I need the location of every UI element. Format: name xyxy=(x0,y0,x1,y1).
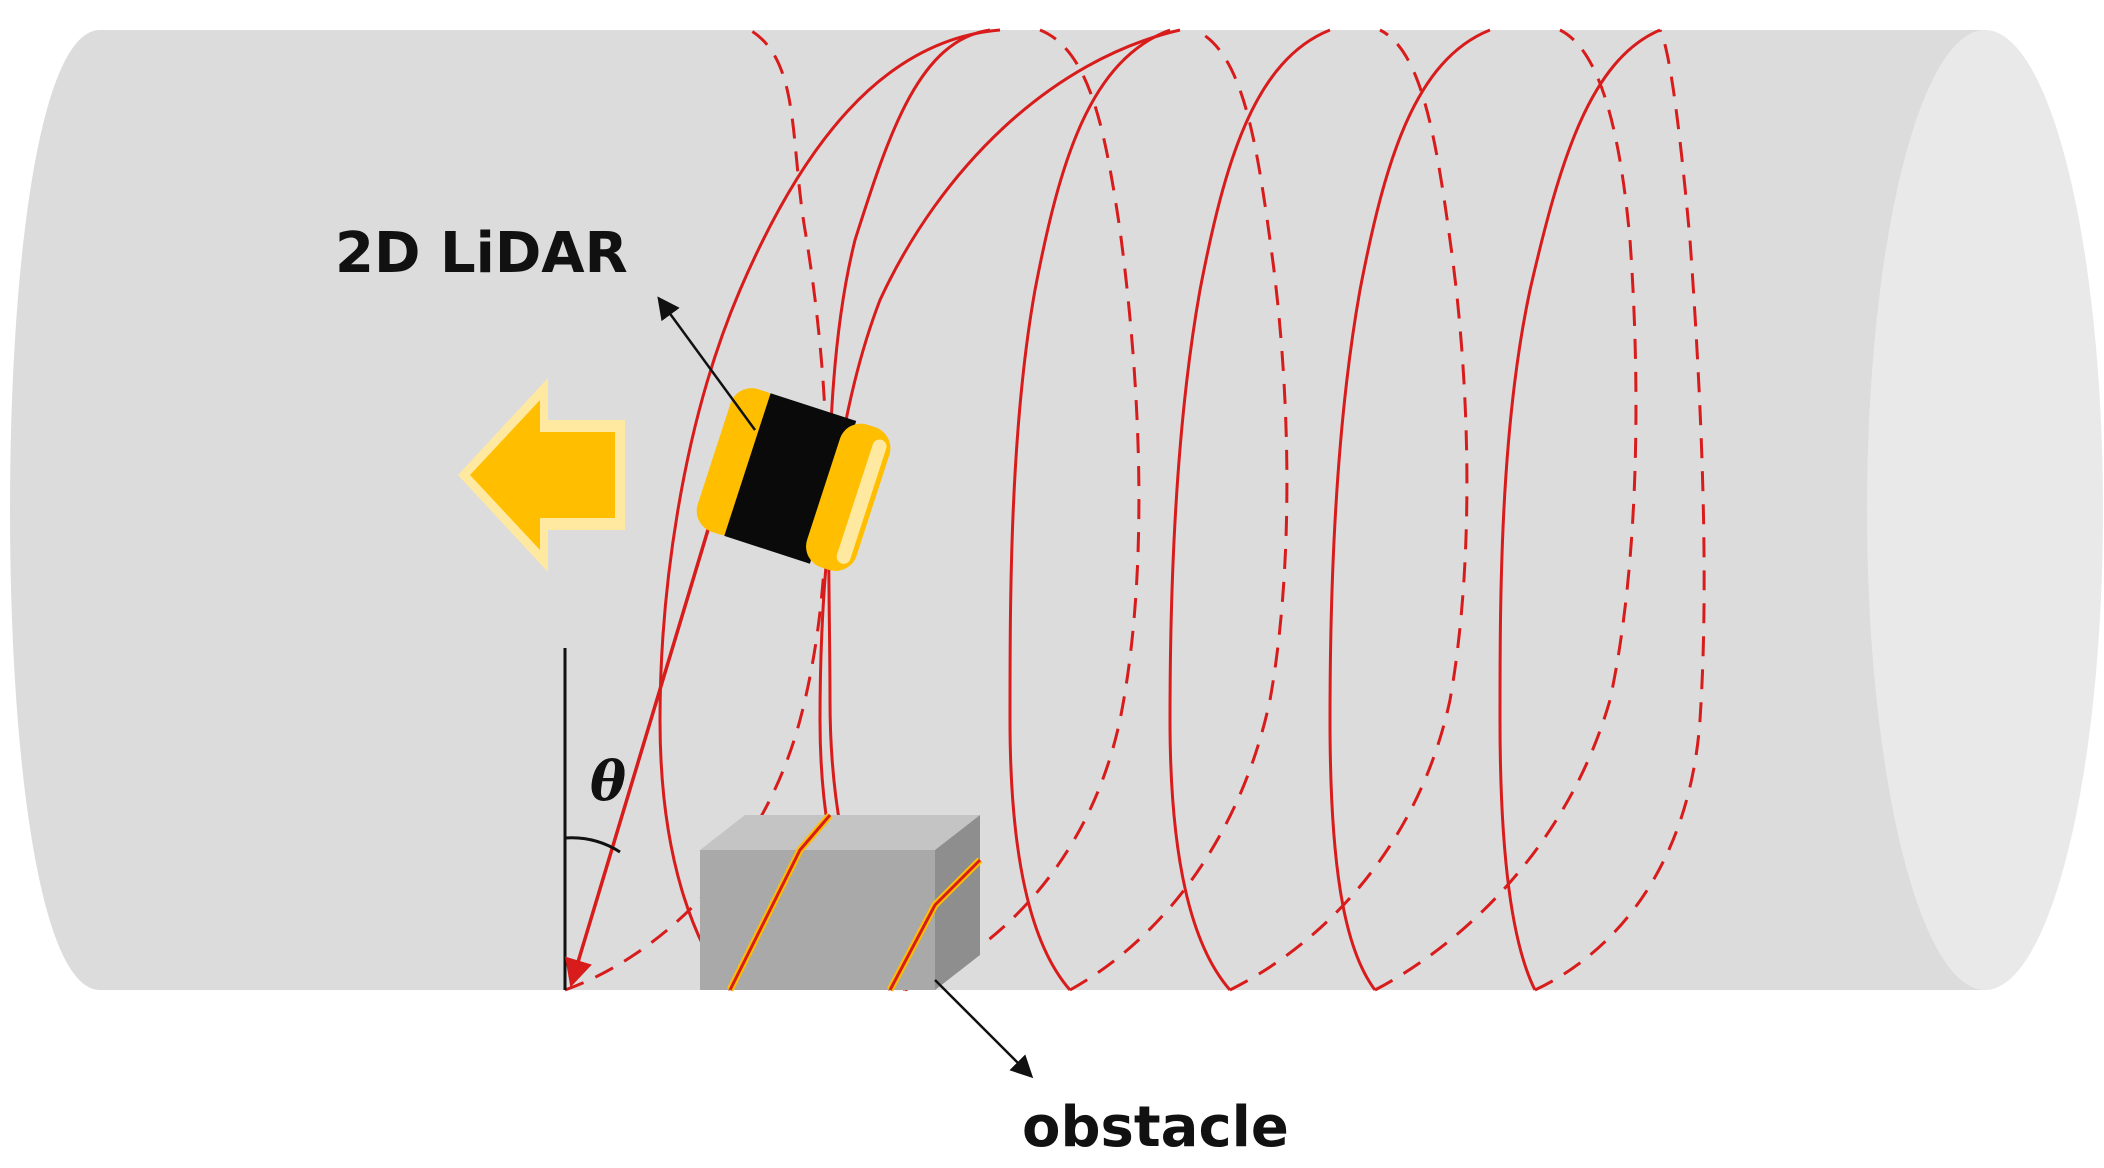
obstacle-side xyxy=(935,815,980,990)
obstacle-scan-1-red xyxy=(728,814,832,991)
scan-loop-4-dashed xyxy=(1229,28,1469,992)
left-arrow-icon xyxy=(458,378,625,572)
obstacle-top xyxy=(700,815,980,850)
pipe-end xyxy=(1867,30,2103,990)
angle-arc xyxy=(564,836,621,854)
lidar-label: 2D LiDAR xyxy=(335,221,628,286)
laser-ray xyxy=(565,439,737,988)
pipe-body xyxy=(10,30,1985,990)
pipe xyxy=(10,30,2103,990)
lidar-sensor-icon xyxy=(696,388,891,571)
scan-loop-2-dashed xyxy=(904,28,1141,992)
obstacle-front xyxy=(700,850,935,990)
scan-loop-3-dashed xyxy=(1069,28,1289,992)
scan-loop-5-solid xyxy=(1328,28,1491,991)
obstacle-box xyxy=(700,812,983,992)
angle-geometry: θ xyxy=(563,439,737,990)
obstacle-label: obstacle xyxy=(1022,1095,1289,1160)
sensor-highlight xyxy=(836,439,887,564)
obstacle-callout-arrow xyxy=(934,979,1034,1079)
direction-arrow xyxy=(470,400,615,550)
obstacle-scan-2-red xyxy=(888,858,982,991)
lidar-callout-arrow xyxy=(657,296,757,431)
scan-loop-main-solid xyxy=(658,28,1001,991)
sensor-ring-left xyxy=(696,388,782,536)
scan-loop-6-dashed xyxy=(1534,29,1706,992)
scan-loop-3-solid xyxy=(1008,28,1171,991)
angle-label: θ xyxy=(590,749,626,813)
scan-loop-6-solid xyxy=(1498,28,1661,991)
scan-loop-4-solid xyxy=(1168,28,1331,991)
